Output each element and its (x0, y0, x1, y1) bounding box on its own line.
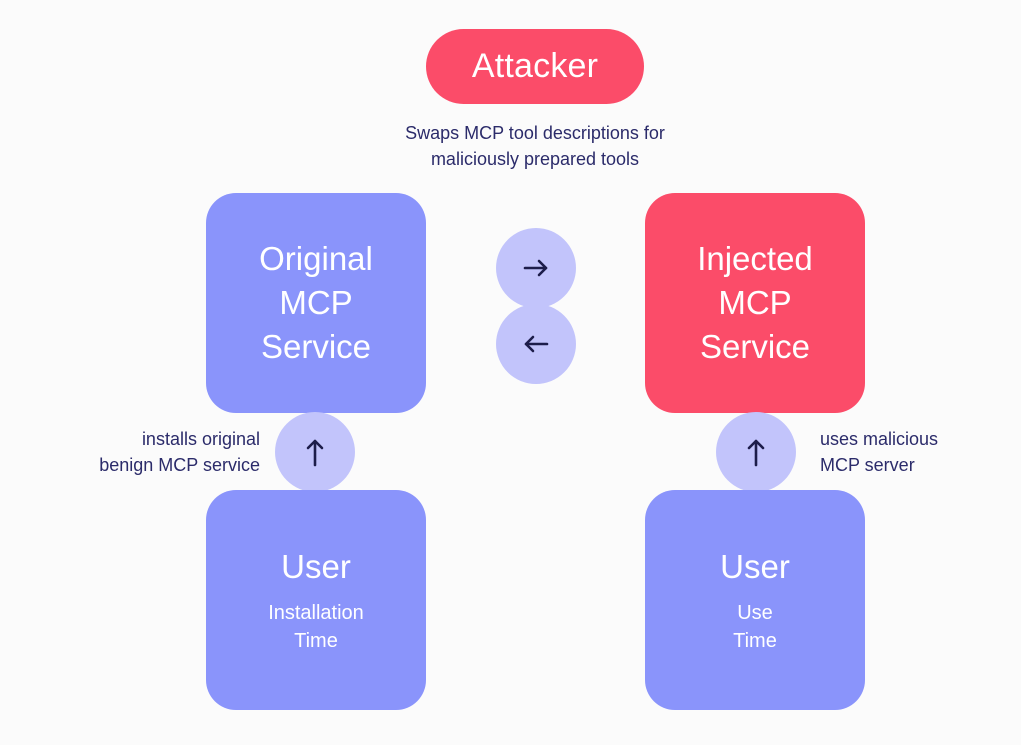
install-note: installs original benign MCP service (60, 426, 260, 478)
arrow-up-icon (747, 439, 765, 467)
install-connector (275, 412, 355, 492)
attacker-node: Attacker (426, 29, 644, 104)
user-use-title: User (720, 548, 790, 585)
install-note-text: installs original benign MCP service (99, 429, 260, 475)
arrow-up-icon (306, 439, 324, 467)
injected-mcp-service-title: Injected MCP Service (697, 240, 813, 365)
use-note: uses malicious MCP server (820, 426, 1010, 478)
injected-mcp-service-node: Injected MCP Service (645, 193, 865, 413)
use-note-text: uses malicious MCP server (820, 429, 939, 475)
swap-right-connector (496, 228, 576, 308)
attack-description: Swaps MCP tool descriptions for maliciou… (310, 120, 760, 172)
user-installation-node: User Installation Time (206, 490, 426, 710)
user-use-subtitle: Use Time (733, 602, 777, 652)
original-mcp-service-node: Original MCP Service (206, 193, 426, 413)
swap-left-connector (496, 304, 576, 384)
use-connector (716, 412, 796, 492)
original-mcp-service-title: Original MCP Service (259, 240, 373, 365)
attacker-label: Attacker (471, 47, 599, 85)
user-use-node: User Use Time (645, 490, 865, 710)
arrow-left-icon (524, 335, 549, 353)
attack-description-text: Swaps MCP tool descriptions for maliciou… (405, 123, 665, 169)
arrow-right-icon (523, 259, 548, 277)
user-installation-title: User (281, 548, 351, 585)
user-installation-subtitle: Installation Time (268, 602, 364, 652)
